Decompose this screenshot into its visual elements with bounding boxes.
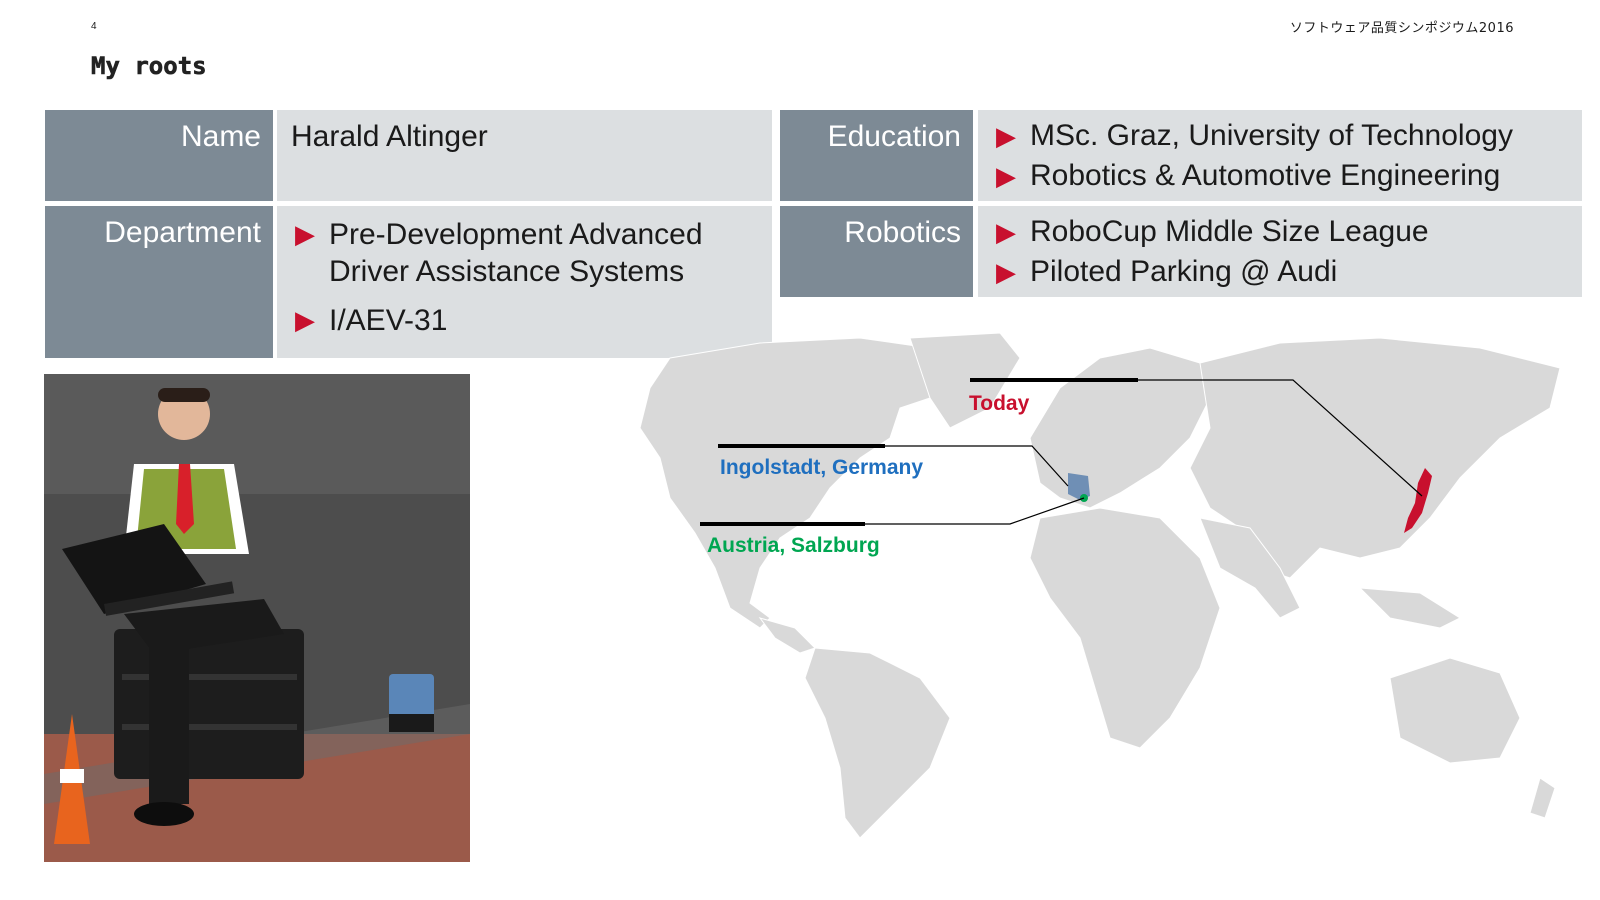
- bullet-arrow-icon: ▶: [996, 217, 1016, 247]
- africa: [1029, 507, 1221, 749]
- profile-photo: [44, 374, 470, 862]
- bullet-arrow-icon: ▶: [996, 161, 1016, 191]
- south-america: [804, 647, 951, 839]
- robotics-list: ▶ RoboCup Middle Size League ▶ Piloted P…: [992, 212, 1568, 292]
- europe: [1029, 347, 1211, 509]
- greenland: [909, 332, 1021, 429]
- austria-label: Austria, Salzburg: [707, 534, 880, 557]
- world-map: [600, 318, 1600, 878]
- germany-highlight: [1068, 473, 1090, 500]
- education-label: Education: [780, 110, 973, 201]
- name-label-text: Name: [180, 120, 261, 153]
- today-label: Today: [969, 392, 1030, 415]
- department-label: Department: [45, 206, 273, 358]
- robotics-label: Robotics: [780, 206, 973, 297]
- robotics-item-text: Piloted Parking @ Audi: [1030, 255, 1338, 288]
- profile-photo-illustration: [44, 374, 470, 862]
- austria-leader: [865, 497, 1085, 525]
- slide-title: My roots: [91, 52, 207, 81]
- education-value: ▶ MSc. Graz, University of Technology ▶ …: [978, 110, 1582, 201]
- education-item-text: Robotics & Automotive Engineering: [1030, 159, 1501, 192]
- department-list: ▶ Pre-Development Advanced Driver Assist…: [291, 216, 758, 339]
- robotics-item: ▶ RoboCup Middle Size League: [992, 212, 1568, 252]
- southeast-asia: [1358, 587, 1462, 629]
- today-leader: [1138, 379, 1423, 497]
- department-item-text: I/AEV-31: [329, 304, 448, 337]
- name-value-text: Harald Altinger: [291, 120, 488, 153]
- department-item: ▶ I/AEV-31: [291, 302, 758, 339]
- education-item: ▶ Robotics & Automotive Engineering: [992, 156, 1568, 196]
- department-label-text: Department: [104, 216, 261, 249]
- bullet-arrow-icon: ▶: [295, 305, 315, 335]
- leader-lines: [700, 378, 1423, 526]
- australia: [1389, 657, 1521, 764]
- bullet-arrow-icon: ▶: [295, 219, 315, 249]
- education-list: ▶ MSc. Graz, University of Technology ▶ …: [992, 116, 1568, 196]
- new-zealand: [1529, 777, 1556, 819]
- page-number: 4: [91, 21, 97, 32]
- south-asia: [1199, 517, 1301, 619]
- world-map-graphic: [639, 332, 1561, 839]
- north-america: [639, 337, 961, 629]
- asia: [1189, 337, 1561, 579]
- name-label: Name: [45, 110, 273, 201]
- robotics-label-text: Robotics: [844, 216, 961, 249]
- robotics-item-text: RoboCup Middle Size League: [1030, 215, 1429, 248]
- central-america: [758, 617, 816, 654]
- bullet-arrow-icon: ▶: [996, 121, 1016, 151]
- department-item-text: Pre-Development Advanced Driver Assistan…: [329, 218, 703, 288]
- ingolstadt-label: Ingolstadt, Germany: [720, 456, 924, 479]
- education-item: ▶ MSc. Graz, University of Technology: [992, 116, 1568, 156]
- department-item: ▶ Pre-Development Advanced Driver Assist…: [291, 216, 758, 290]
- robotics-value: ▶ RoboCup Middle Size League ▶ Piloted P…: [978, 206, 1582, 297]
- robotics-item: ▶ Piloted Parking @ Audi: [992, 252, 1568, 292]
- ingolstadt-leader: [885, 445, 1069, 487]
- education-label-text: Education: [827, 120, 961, 153]
- department-value: ▶ Pre-Development Advanced Driver Assist…: [277, 206, 772, 358]
- bullet-arrow-icon: ▶: [996, 257, 1016, 287]
- name-value: Harald Altinger: [277, 110, 772, 201]
- continents: [639, 332, 1561, 839]
- header-title: ソフトウェア品質シンポジウム2016: [1289, 21, 1514, 36]
- japan-highlight: [1404, 468, 1432, 533]
- education-item-text: MSc. Graz, University of Technology: [1030, 119, 1513, 152]
